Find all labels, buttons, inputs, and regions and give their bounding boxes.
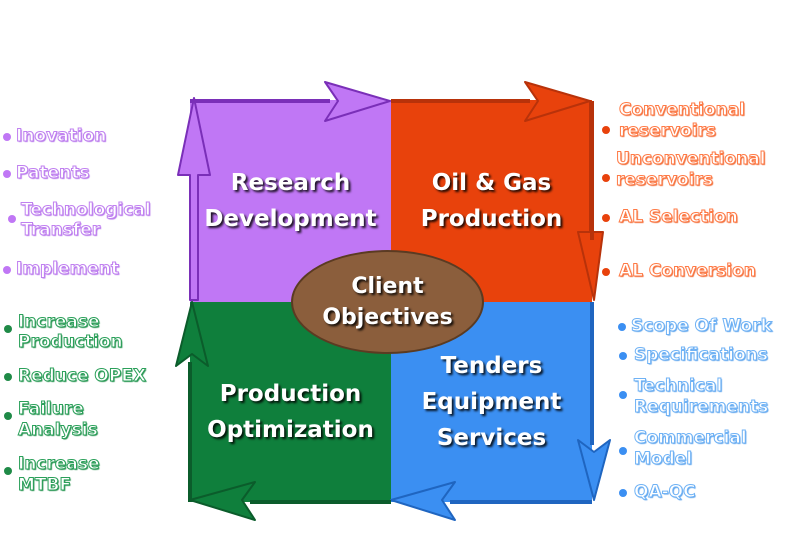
bullet-icon [619,352,627,360]
arrow-orange [391,81,604,301]
quadrant-tenders-line2: Equipment [421,389,562,415]
bullet-icon [4,373,12,381]
bullet-icon [602,126,610,134]
bullet-icon [619,447,627,455]
quadrant-research-line2: Development [204,206,377,232]
quadrant-optimization-line1: Production [219,381,362,407]
bullet-icon [4,412,12,420]
quadrant-tenders-line3: Services [436,425,547,451]
arrow-green [175,301,391,521]
center-line1: Client [351,274,424,299]
quadrant-oilgas-line1: Oil & Gas [431,170,552,196]
quadrant-research-line1: Research [230,170,351,196]
arrow-top [177,81,391,301]
bullet-icon [602,214,610,222]
bullet-icon [4,325,12,333]
quadrant-optimization-line2: Optimization [207,417,374,443]
center-line2: Objectives [322,305,453,330]
bullet-icon [619,391,627,399]
bullet-icon [602,268,610,276]
bullet-icon [3,133,11,141]
bullet-icon [8,215,16,223]
quadrant-tenders-line1: Tenders [440,353,543,379]
bullet-icon [3,170,11,178]
quadrant-oilgas-line2: Production [420,206,563,232]
bullet-icon [619,489,627,497]
client-objectives-hub: Client Objectives [291,250,484,354]
bullet-icon [602,174,610,182]
bullet-icon [3,266,11,274]
bullet-icon [618,323,626,331]
bullet-icon [4,467,12,475]
arrow-blue [390,302,611,521]
